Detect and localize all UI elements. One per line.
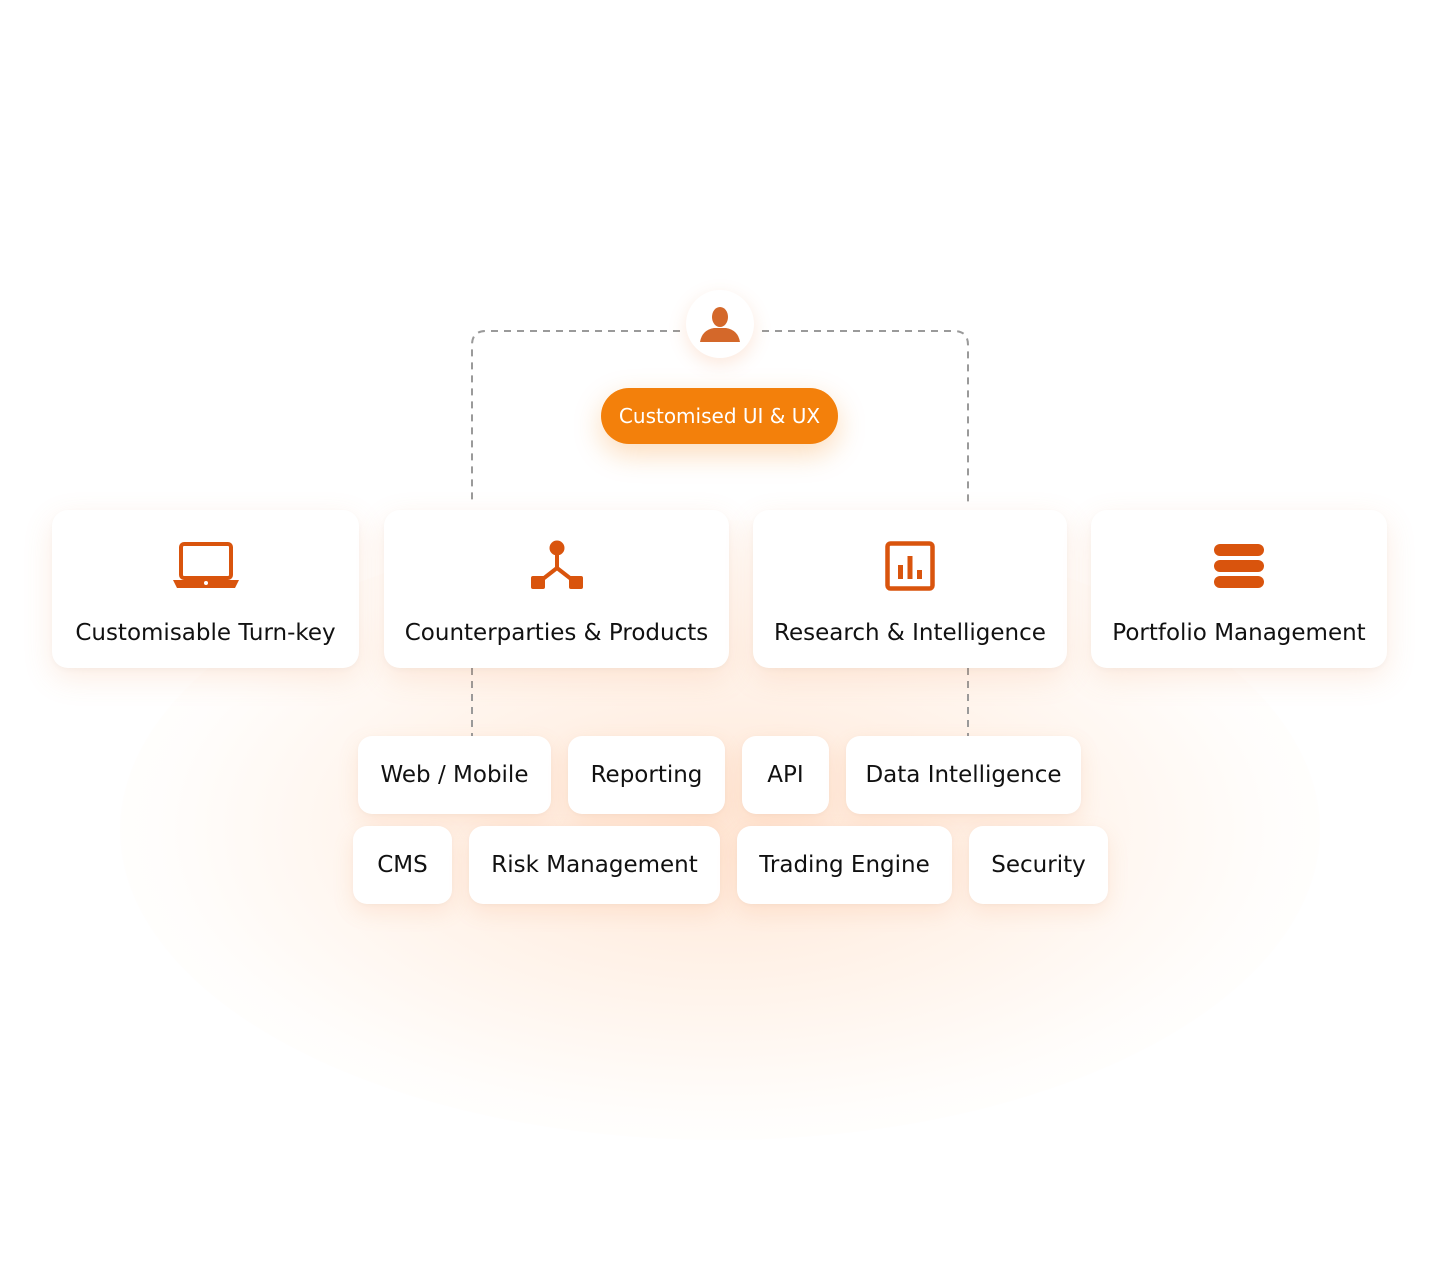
chip-api[interactable]: API <box>742 736 829 814</box>
chip-trading-engine[interactable]: Trading Engine <box>737 826 952 904</box>
card-label: Portfolio Management <box>1112 620 1366 646</box>
laptop-icon <box>172 540 239 592</box>
chip-risk-management[interactable]: Risk Management <box>469 826 720 904</box>
customised-ui-ux-pill[interactable]: Customised UI & UX <box>601 388 838 444</box>
chip-cms[interactable]: CMS <box>353 826 452 904</box>
card-label: Customisable Turn-key <box>75 620 336 646</box>
card-customisable-turn-key[interactable]: Customisable Turn-key <box>52 510 359 668</box>
chip-data-intelligence[interactable]: Data Intelligence <box>846 736 1081 814</box>
stack-icon <box>1214 540 1264 592</box>
chip-reporting[interactable]: Reporting <box>568 736 725 814</box>
card-portfolio-management[interactable]: Portfolio Management <box>1091 510 1387 668</box>
card-label: Research & Intelligence <box>774 620 1046 646</box>
bar-chart-icon <box>885 540 935 592</box>
chip-security[interactable]: Security <box>969 826 1108 904</box>
card-counterparties-products[interactable]: Counterparties & Products <box>384 510 729 668</box>
card-label: Counterparties & Products <box>404 620 709 646</box>
chip-web-mobile[interactable]: Web / Mobile <box>358 736 551 814</box>
user-avatar <box>686 290 754 358</box>
network-icon <box>530 540 583 592</box>
card-research-intelligence[interactable]: Research & Intelligence <box>753 510 1067 668</box>
user-icon <box>700 307 740 342</box>
